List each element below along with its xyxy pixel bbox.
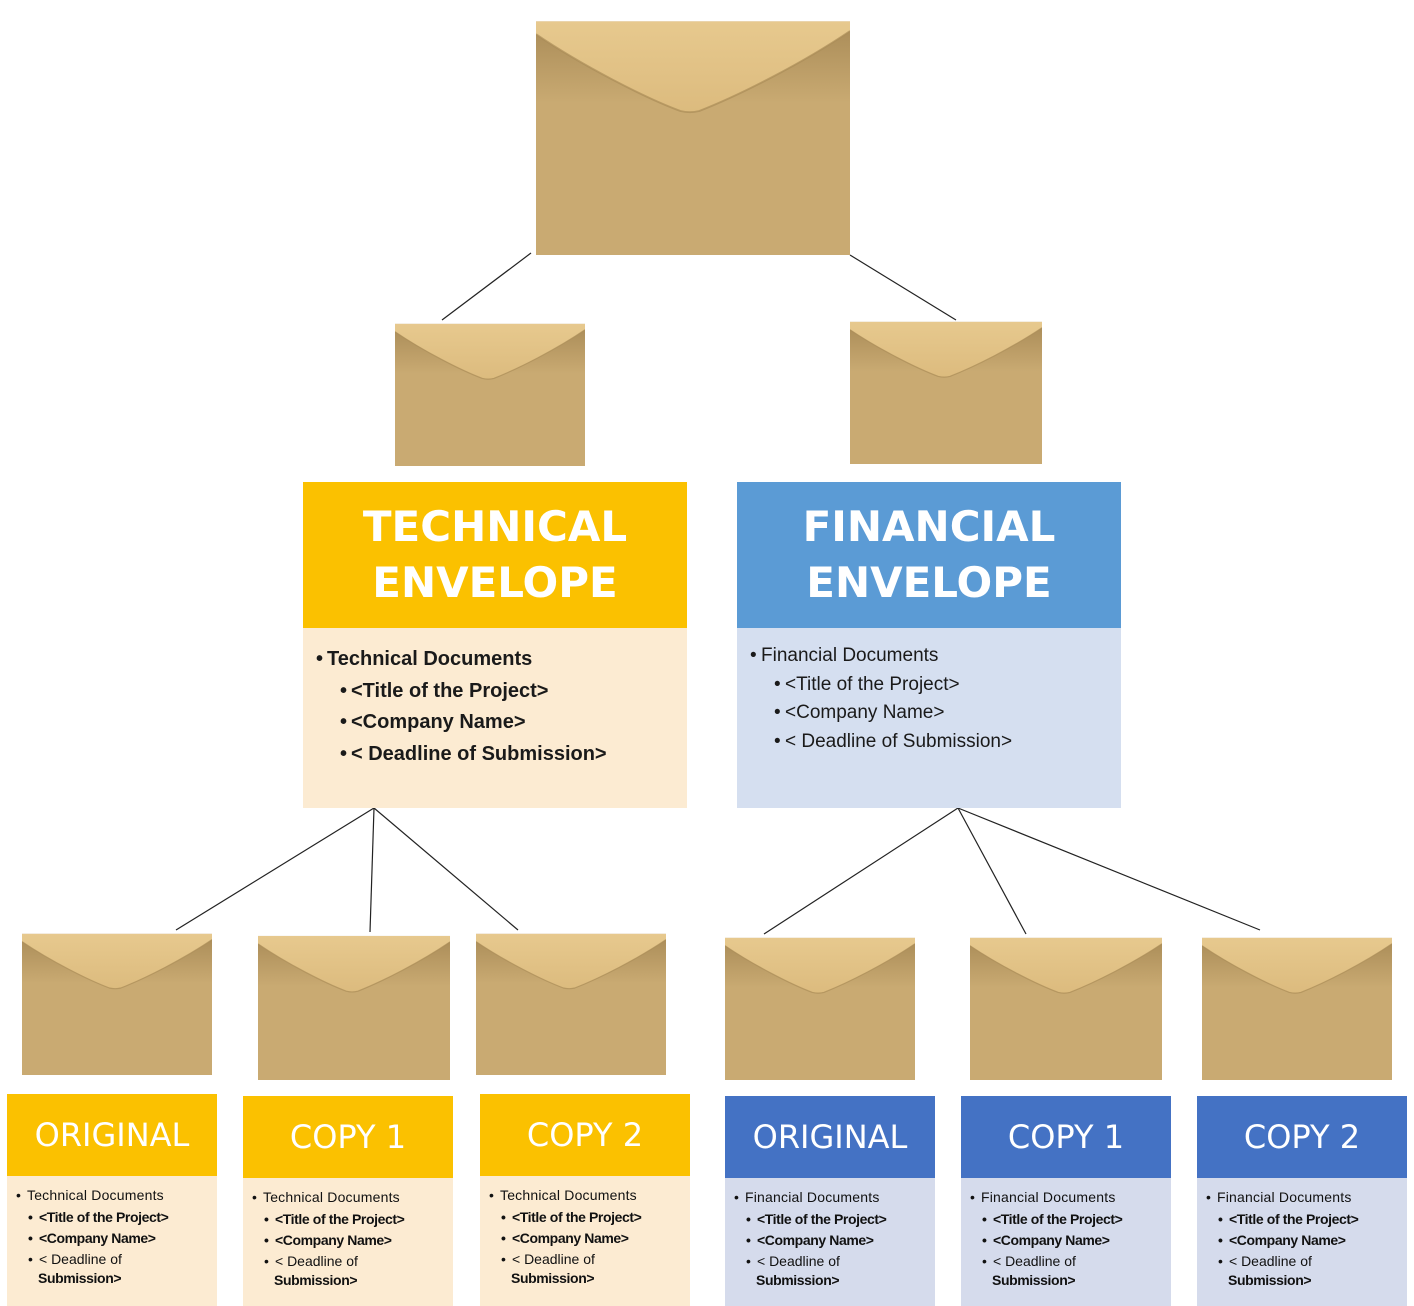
list-item: <Company Name> (746, 1230, 935, 1252)
financial-copy1-panel: COPY 1 Financial Documents <Title of the… (961, 1096, 1171, 1306)
technical-original-body: Technical Documents <Title of the Projec… (7, 1176, 217, 1306)
technical-copy2-list: Technical Documents <Title of the Projec… (489, 1185, 690, 1288)
technical-contents-list: Technical Documents <Title of the Projec… (316, 644, 687, 771)
financial-envelope-panel: FINANCIAL ENVELOPE Financial Documents <… (737, 482, 1121, 808)
list-item: <Company Name> (28, 1228, 217, 1250)
financial-copy2-header: COPY 2 (1197, 1096, 1407, 1178)
list-item: < Deadline of Submission> (982, 1252, 1171, 1290)
deadline-text: < Deadline of (275, 1252, 358, 1269)
deadline-text-cont: Submission> (992, 1271, 1076, 1288)
financial-original-header: ORIGINAL (725, 1096, 935, 1178)
list-item: <Company Name> (264, 1230, 453, 1252)
list-item: <Title of the Project> (1218, 1209, 1407, 1231)
list-item: Financial Documents (1206, 1187, 1407, 1209)
technical-original-header: ORIGINAL (7, 1094, 217, 1176)
financial-original-list: Financial Documents <Title of the Projec… (734, 1187, 935, 1290)
financial-copy1-list: Financial Documents <Title of the Projec… (970, 1187, 1171, 1290)
list-item: <Title of the Project> (982, 1209, 1171, 1231)
list-item: Technical Documents (316, 644, 687, 676)
technical-copy1-envelope-icon (258, 932, 450, 1080)
technical-copy2-body: Technical Documents <Title of the Projec… (480, 1176, 690, 1306)
list-item: <Title of the Project> (501, 1207, 690, 1229)
connector-financial-to-copy2 (957, 807, 1261, 931)
financial-copy2-envelope-icon (1202, 934, 1392, 1080)
financial-title-line1: FINANCIAL (802, 502, 1056, 551)
technical-original-envelope-icon (22, 930, 212, 1075)
connector-main-to-financial (849, 254, 957, 321)
list-item: < Deadline of Submission> (1218, 1252, 1407, 1290)
deadline-text: < Deadline of (1229, 1252, 1312, 1269)
financial-original-body: Financial Documents <Title of the Projec… (725, 1178, 935, 1306)
financial-copy2-panel: COPY 2 Financial Documents <Title of the… (1197, 1096, 1407, 1306)
list-item: <Title of the Project> (774, 671, 1121, 700)
connector-technical-to-original (175, 807, 375, 931)
deadline-text: < Deadline of (39, 1250, 122, 1267)
list-item: <Company Name> (1218, 1230, 1407, 1252)
connector-technical-to-copy2 (373, 807, 519, 931)
connector-financial-to-copy1 (957, 807, 1027, 935)
list-item: <Company Name> (774, 699, 1121, 728)
technical-title-line2: ENVELOPE (372, 558, 618, 607)
financial-copy1-body: Financial Documents <Title of the Projec… (961, 1178, 1171, 1306)
technical-title-line1: TECHNICAL (362, 502, 628, 551)
list-item: <Company Name> (501, 1228, 690, 1250)
connector-financial-to-original (763, 807, 959, 935)
technical-copy2-header: COPY 2 (480, 1094, 690, 1176)
list-item: < Deadline of Submission> (340, 739, 687, 771)
technical-envelope-body: Technical Documents <Title of the Projec… (303, 628, 687, 808)
list-item: <Title of the Project> (746, 1209, 935, 1231)
deadline-text: < Deadline of (757, 1252, 840, 1269)
list-item: <Title of the Project> (264, 1209, 453, 1231)
list-item: Financial Documents (750, 642, 1121, 671)
technical-copy1-body: Technical Documents <Title of the Projec… (243, 1178, 453, 1306)
financial-contents-list: Financial Documents <Title of the Projec… (750, 642, 1121, 757)
technical-envelope-icon (395, 320, 585, 466)
financial-copy2-list: Financial Documents <Title of the Projec… (1206, 1187, 1407, 1290)
technical-copy1-header: COPY 1 (243, 1096, 453, 1178)
deadline-text-cont: Submission> (1228, 1271, 1312, 1288)
technical-copy2-envelope-icon (476, 930, 666, 1075)
main-envelope-icon (536, 15, 850, 255)
list-item: < Deadline of Submission> (28, 1250, 217, 1288)
list-item: < Deadline of Submission> (774, 728, 1121, 757)
list-item: Financial Documents (734, 1187, 935, 1209)
financial-original-envelope-icon (725, 934, 915, 1080)
financial-envelope-header: FINANCIAL ENVELOPE (737, 482, 1121, 628)
list-item: < Deadline of Submission> (501, 1250, 690, 1288)
connector-main-to-technical (441, 252, 532, 321)
deadline-text-cont: Submission> (38, 1269, 122, 1286)
technical-original-panel: ORIGINAL Technical Documents <Title of t… (7, 1094, 217, 1306)
list-item: <Title of the Project> (28, 1207, 217, 1229)
financial-envelope-icon (850, 318, 1042, 464)
deadline-text: < Deadline of (512, 1250, 595, 1267)
technical-envelope-panel: TECHNICAL ENVELOPE Technical Documents <… (303, 482, 687, 808)
list-item: Technical Documents (16, 1185, 217, 1207)
list-item: Technical Documents (489, 1185, 690, 1207)
list-item: Financial Documents (970, 1187, 1171, 1209)
financial-envelope-body: Financial Documents <Title of the Projec… (737, 628, 1121, 808)
financial-original-panel: ORIGINAL Financial Documents <Title of t… (725, 1096, 935, 1306)
deadline-text-cont: Submission> (756, 1271, 840, 1288)
list-item: < Deadline of Submission> (746, 1252, 935, 1290)
technical-original-list: Technical Documents <Title of the Projec… (16, 1185, 217, 1288)
technical-envelope-header: TECHNICAL ENVELOPE (303, 482, 687, 628)
technical-copy1-panel: COPY 1 Technical Documents <Title of the… (243, 1096, 453, 1306)
deadline-text: < Deadline of (993, 1252, 1076, 1269)
deadline-text-cont: Submission> (274, 1271, 358, 1288)
financial-copy2-body: Financial Documents <Title of the Projec… (1197, 1178, 1407, 1306)
connector-technical-to-copy1 (369, 807, 375, 933)
technical-copy1-list: Technical Documents <Title of the Projec… (252, 1187, 453, 1290)
list-item: Technical Documents (252, 1187, 453, 1209)
list-item: < Deadline of Submission> (264, 1252, 453, 1290)
technical-copy2-panel: COPY 2 Technical Documents <Title of the… (480, 1094, 690, 1306)
financial-copy1-envelope-icon (970, 934, 1162, 1080)
list-item: <Company Name> (340, 707, 687, 739)
list-item: <Title of the Project> (340, 676, 687, 708)
financial-title-line2: ENVELOPE (806, 558, 1052, 607)
list-item: <Company Name> (982, 1230, 1171, 1252)
deadline-text-cont: Submission> (511, 1269, 595, 1286)
financial-copy1-header: COPY 1 (961, 1096, 1171, 1178)
